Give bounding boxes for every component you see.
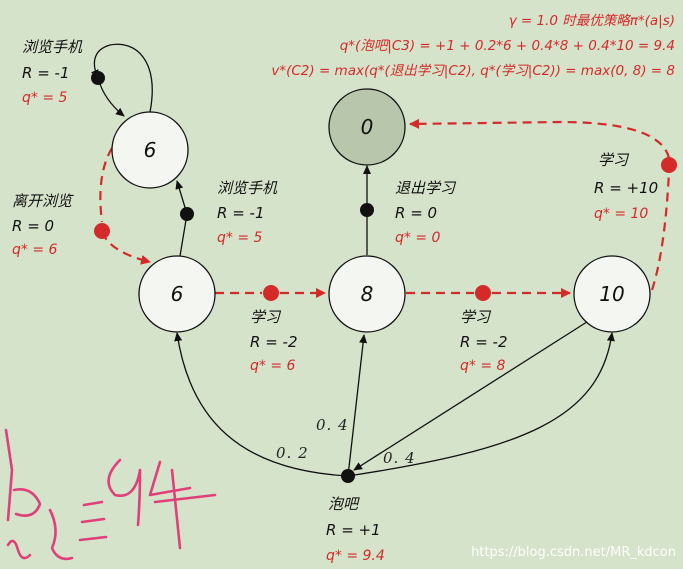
prob-to-right: 0. 4 [383,449,416,467]
label-browse-mid-reward: R = -1 [217,204,264,222]
action-dot-study-2 [475,285,491,301]
action-dot-browse-mid [180,207,194,221]
action-dot-leave-browse [94,223,110,239]
header-v-c2-line: v*(C2) = max(q*(退出学习|C2), q*(学习|C2)) = m… [271,63,675,79]
action-dot-study-1 [263,285,279,301]
label-study-1-name: 学习 [250,308,282,326]
state-top-left [111,111,189,189]
label-quit-study-name: 退出学习 [395,179,457,197]
label-leave-browse-q: q* = 6 [12,242,58,258]
edge-pub-to-right [347,332,615,477]
state-terminal [328,88,406,166]
label-pub-reward: R = +1 [326,521,381,539]
prob-to-center: 0. 4 [316,416,349,434]
label-study-2-reward: R = -2 [460,333,507,351]
action-dot-study-right [661,157,677,173]
label-leave-browse-reward: R = 0 [12,217,54,235]
edge-right-to-pub [353,319,591,471]
label-browse-top-reward: R = -1 [22,64,69,82]
label-study-1-q: q* = 6 [250,358,296,374]
label-study-right-q: q* = 10 [594,206,648,222]
label-leave-browse-name: 离开浏览 [12,192,74,210]
edge-mid-to-browse-dot [179,213,188,257]
state-center [328,255,406,333]
header-q-pub-line: q*(泡吧|C3) = +1 + 0.2*6 + 0.4*8 + 0.4*10 … [340,38,675,54]
action-dot-pub [341,469,355,483]
label-study-2-name: 学习 [460,308,492,326]
state-mid-left-value: 6 [171,282,184,306]
label-browse-mid-name: 浏览手机 [217,179,278,197]
action-dot-quit-study [360,203,374,217]
label-quit-study-q: q* = 0 [395,230,441,246]
state-terminal-value: 0 [361,115,374,139]
state-mid-left [138,255,216,333]
label-quit-study-reward: R = 0 [395,204,437,222]
edge-optimal-top-to-leave [99,147,113,223]
header-gamma-line: γ = 1.0 时最优策略π*(a|s) [509,13,675,29]
state-center-value: 8 [361,282,374,306]
label-study-right-reward: R = +10 [594,179,658,197]
prob-to-left: 0. 2 [276,444,309,462]
edge-optimal-leave-to-mid [100,231,151,265]
edge-optimal-right-to-study-dot [650,171,671,291]
label-browse-top-name: 浏览手机 [22,38,83,56]
edge-browse-loop [91,43,153,113]
edge-pub-to-center [347,334,368,477]
label-study-2-q: q* = 8 [460,358,506,374]
edge-pub-to-mid-left [174,332,349,477]
label-pub-name: 泡吧 [328,495,360,513]
label-study-right-name: 学习 [598,151,630,169]
label-study-1-reward: R = -2 [250,333,297,351]
action-dot-browse-top [91,71,105,85]
label-browse-top-q: q* = 5 [22,90,68,106]
label-pub-q: q* = 9.4 [326,548,385,564]
state-right-value: 10 [599,282,624,306]
handwritten-scribble [4,428,217,561]
state-right [573,255,651,333]
label-browse-mid-q: q* = 5 [217,230,263,246]
state-top-left-value: 6 [144,138,157,162]
edge-optimal-study-dot-to-terminal [409,118,671,159]
watermark: https://blog.csdn.net/MR_kdcon [471,545,676,560]
